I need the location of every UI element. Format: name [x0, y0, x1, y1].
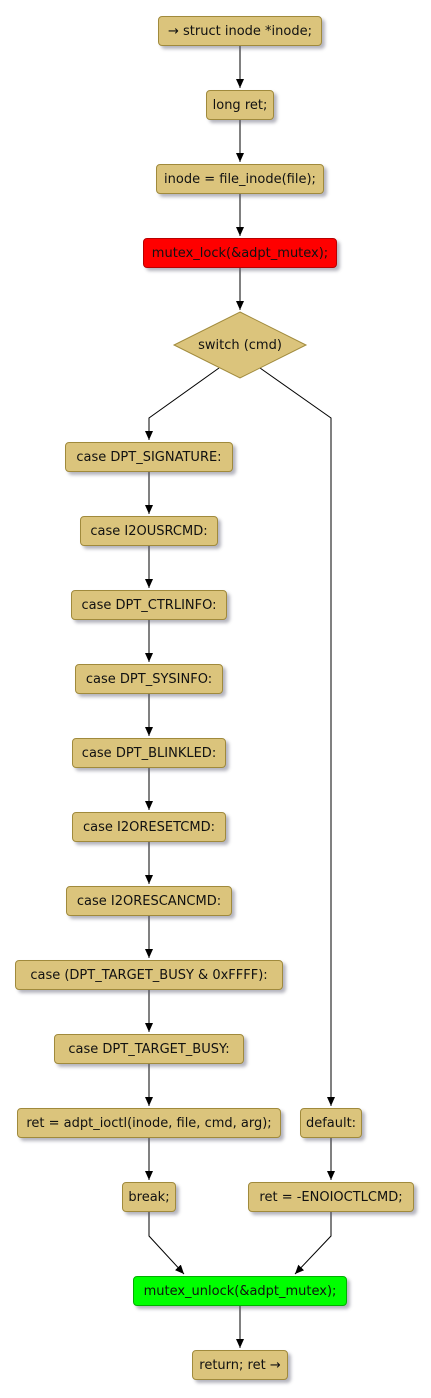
node-break: break;	[122, 1182, 176, 1212]
node-decl-ret: long ret;	[206, 90, 274, 120]
node-ret-ioctl: ret = adpt_ioctl(inode, file, cmd, arg);	[17, 1108, 281, 1138]
node-default: default:	[300, 1108, 362, 1138]
node-case-target-busy: case DPT_TARGET_BUSY:	[54, 1034, 244, 1064]
edge-switch-to-case-signature	[145, 367, 220, 440]
node-case-target-busy-mask: case (DPT_TARGET_BUSY & 0xFFFF):	[15, 960, 283, 990]
node-case-i2orescancmd: case I2ORESCANCMD:	[66, 886, 232, 916]
node-case-blinkled: case DPT_BLINKLED:	[72, 738, 226, 768]
edge-ret-enoioctlcmd-to-mutex-unlock	[294, 1212, 332, 1275]
node-mutex-lock: mutex_lock(&adpt_mutex);	[143, 238, 337, 268]
node-mutex-unlock: mutex_unlock(&adpt_mutex);	[133, 1276, 347, 1306]
node-switch-label: switch (cmd)	[198, 337, 282, 353]
node-ret-enoioctlcmd: ret = -ENOIOCTLCMD;	[248, 1182, 414, 1212]
edge-break-to-mutex-unlock	[148, 1212, 185, 1275]
node-decl-inode: → struct inode *inode;	[158, 16, 322, 46]
node-case-ctrlinfo: case DPT_CTRLINFO:	[71, 590, 227, 620]
node-case-signature: case DPT_SIGNATURE:	[65, 442, 233, 472]
node-case-sysinfo: case DPT_SYSINFO:	[75, 664, 223, 694]
node-return: return; ret →	[192, 1350, 288, 1380]
node-assign-inode: inode = file_inode(file);	[156, 164, 324, 194]
switch-diamond	[172, 311, 308, 379]
edge-switch-to-default	[259, 367, 335, 1106]
node-case-i2oresetcmd: case I2ORESETCMD:	[72, 812, 226, 842]
node-case-i2ousrcmd: case I2OUSRCMD:	[80, 516, 218, 546]
